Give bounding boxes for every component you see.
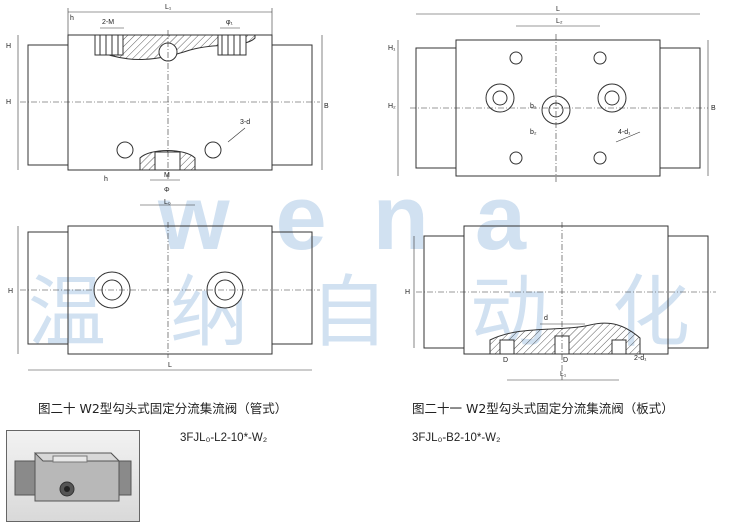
fig21-top-view	[397, 13, 709, 182]
fig21-dim-b1: b₁	[530, 103, 537, 110]
watermark-char-1: 温	[28, 268, 107, 358]
fig20-dim-h-lower: H	[8, 288, 13, 295]
fig20-dim-phi1: φ₁	[226, 19, 234, 26]
watermark-char-3: 自	[310, 268, 389, 358]
fig20-dim-2m: 2-M	[102, 19, 114, 26]
fig20-dim-h: h	[70, 15, 74, 22]
fig20-caption: 图二十 W2型勾头式固定分流集流阀（管式）	[38, 401, 288, 416]
fig20-dim-3d: 3-d	[240, 119, 250, 126]
fig20-dim-h-mid: H	[6, 99, 11, 106]
fig21-dim-l2: L₂	[556, 18, 563, 25]
valve-illustration	[14, 452, 132, 502]
fig21-dim-l1: L₁	[560, 371, 567, 378]
fig21-lower-view	[413, 222, 716, 381]
fig21-dim-d-left: D	[503, 357, 508, 364]
fig21-dim-2d: 2-d₁	[634, 355, 647, 362]
fig21-dim-d-mid: D	[563, 357, 568, 364]
fig20-model: 3FJL₀-L2-10*-W₂	[180, 432, 268, 444]
fig20-dim-m: M	[164, 172, 170, 179]
fig20-dim-h-bottom: h	[104, 176, 108, 183]
product-photo	[6, 430, 140, 522]
fig20-dim-b: B	[324, 103, 329, 110]
fig21-dim-h-lower: H	[405, 289, 410, 296]
fig20-dim-h-top: H	[6, 43, 11, 50]
fig20-dim-phi: Φ	[164, 187, 170, 194]
fig21-dim-h2: H₂	[388, 103, 396, 110]
fig20-dim-l0: L₀	[164, 199, 171, 206]
fig20-lower-view	[17, 222, 320, 371]
fig21-dim-b: B	[711, 105, 716, 112]
fig20-dim-l-lower: L	[168, 362, 172, 369]
fig21-model: 3FJL₀-B2-10*-W₂	[412, 432, 501, 444]
fig21-dim-h1: H₁	[388, 45, 396, 52]
watermark-latin: wena	[157, 167, 573, 269]
fig21-dim-4d: 4-d₁	[618, 129, 631, 136]
fig21-dim-b2: b₂	[530, 129, 537, 136]
fig21-caption: 图二十一 W2型勾头式固定分流集流阀（板式）	[412, 401, 674, 416]
fig21-dim-d: d	[544, 315, 548, 322]
fig21-dim-l: L	[556, 6, 560, 13]
fig20-dim-l1: L₁	[165, 4, 172, 11]
fig20-top-view	[17, 8, 323, 206]
